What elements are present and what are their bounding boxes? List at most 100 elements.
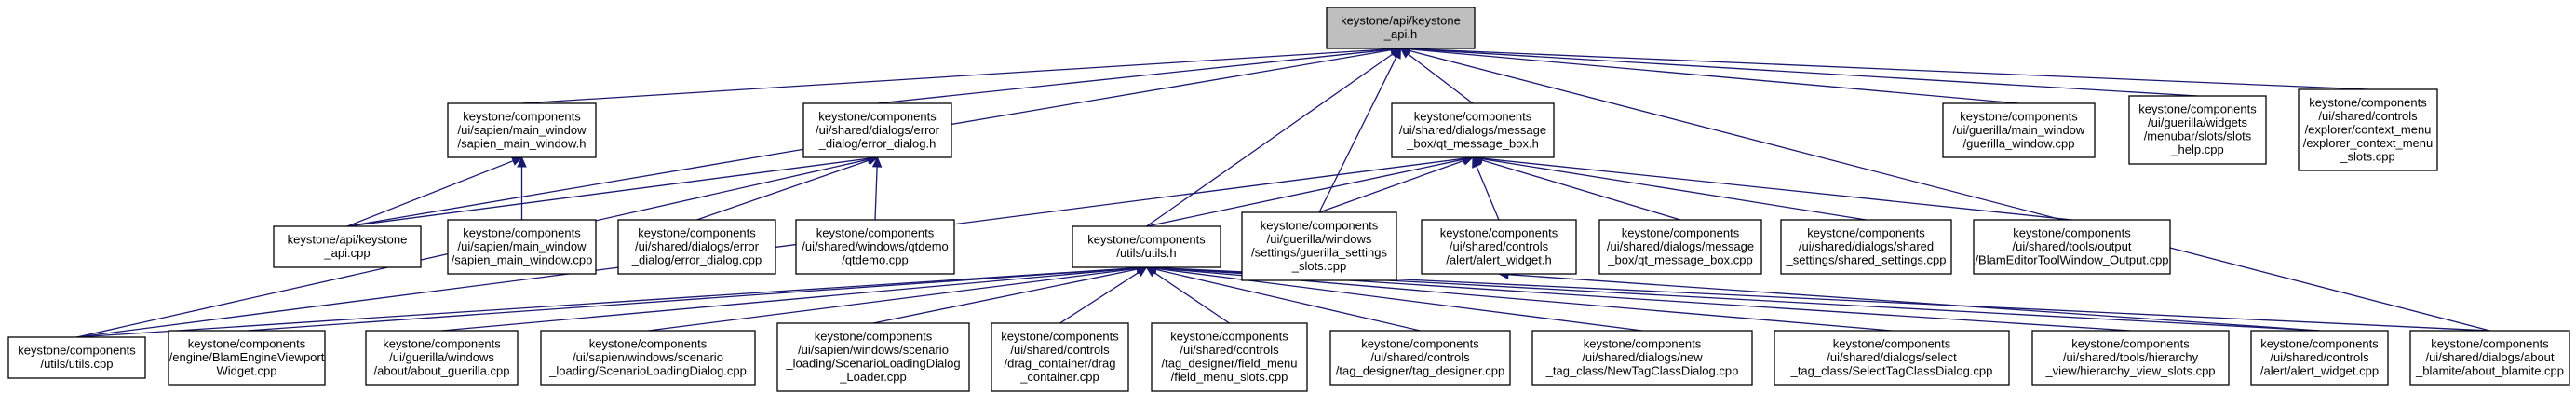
node-label-line: keystone/components bbox=[18, 344, 136, 358]
edge-line bbox=[1507, 274, 2320, 332]
node-box bbox=[2031, 330, 2230, 386]
node-label-line: /ui/guerilla/widgets bbox=[2148, 115, 2247, 129]
node-label-line: /explorer/context_menu bbox=[2305, 122, 2432, 136]
node-label-line: Widget.cpp bbox=[216, 363, 276, 377]
node-shared-settings-cpp[interactable]: keystone/components/ui/shared/dialogs/sh… bbox=[1780, 219, 1952, 275]
node-box bbox=[1421, 219, 1577, 275]
node-label-line: _api.cpp bbox=[323, 246, 370, 260]
node-label-line: /sapien_main_window.h bbox=[457, 136, 586, 150]
node-label-line: _box/qt_message_box.cpp bbox=[1607, 252, 1752, 266]
node-box bbox=[1774, 330, 2010, 386]
node-label-line: _Loader.cpp bbox=[839, 370, 907, 384]
node-label-line: /ui/guerilla/windows bbox=[389, 350, 494, 364]
edge-field_menu_cpp-to-utils_h bbox=[1145, 266, 1230, 324]
edge-sapien_cpp-to-sapien_h bbox=[517, 156, 527, 220]
edge-line bbox=[1409, 48, 2198, 97]
node-label-line: /ui/sapien/main_window bbox=[457, 123, 587, 137]
edge-arrowhead bbox=[871, 156, 883, 168]
node-label-line: /ui/shared/controls bbox=[1180, 343, 1279, 357]
node-utils-h[interactable]: keystone/components/utils/utils.h bbox=[1072, 225, 1221, 268]
node-label-line: /menubar/slots/slots bbox=[2144, 129, 2252, 143]
node-label-line: keystone/components bbox=[1170, 330, 1288, 344]
edge-alert_h-to-qtmsg_h bbox=[1472, 156, 1500, 221]
node-slots-help-cpp[interactable]: keystone/components/ui/guerilla/widgets/… bbox=[2128, 95, 2267, 165]
edge-line bbox=[1318, 56, 1397, 213]
node-label-line: /ui/guerilla/main_window bbox=[1953, 123, 2085, 137]
node-alert-h[interactable]: keystone/components/ui/shared/controls/a… bbox=[1421, 219, 1577, 275]
node-label-line: keystone/components bbox=[1001, 330, 1119, 344]
node-utils-cpp[interactable]: keystone/components/utils/utils.cpp bbox=[7, 336, 146, 379]
node-error-cpp[interactable]: keystone/components/ui/shared/dialogs/er… bbox=[617, 219, 776, 275]
node-label-line: keystone/components bbox=[2260, 336, 2379, 350]
edge-arrowhead bbox=[517, 156, 527, 168]
node-select-tag-class-cpp[interactable]: keystone/components/ui/shared/dialogs/se… bbox=[1774, 330, 2010, 386]
node-error-h[interactable]: keystone/components/ui/shared/dialogs/er… bbox=[802, 102, 952, 158]
edge-line bbox=[872, 268, 1138, 324]
edge-shared_settings_cpp-to-qtmsg_h bbox=[1471, 154, 1867, 221]
node-label-line: keystone/components bbox=[1440, 225, 1558, 239]
node-ctx-menu-cpp[interactable]: keystone/components/ui/shared/controls/e… bbox=[2298, 88, 2438, 171]
edge-qtmsg_cpp-to-qtmsg_h bbox=[1471, 155, 1681, 221]
node-guerilla-settings-cpp[interactable]: keystone/components/ui/guerilla/windows/… bbox=[1241, 211, 1397, 281]
node-qtmsg-h[interactable]: keystone/components/ui/shared/dialogs/me… bbox=[1391, 102, 1555, 158]
node-label-line: /ui/shared/tools/hierarchy bbox=[2063, 350, 2199, 364]
node-box bbox=[1942, 102, 2096, 158]
node-field-menu-cpp[interactable]: keystone/components/ui/shared/controls/t… bbox=[1151, 322, 1308, 392]
node-scenario-loader-cpp[interactable]: keystone/components/ui/sapien/windows/sc… bbox=[776, 322, 970, 392]
node-hierarchy-cpp[interactable]: keystone/components/ui/shared/tools/hier… bbox=[2031, 330, 2230, 386]
node-label-line: /ui/sapien/windows/scenario bbox=[798, 343, 949, 357]
node-sapien-h[interactable]: keystone/components/ui/sapien/main_windo… bbox=[447, 102, 597, 158]
node-api-cpp[interactable]: keystone/api/keystone_api.cpp bbox=[273, 225, 422, 268]
node-about-blamite-cpp[interactable]: keystone/components/ui/shared/dialogs/ab… bbox=[2409, 330, 2570, 386]
node-new-tag-class-cpp[interactable]: keystone/components/ui/shared/dialogs/ne… bbox=[1531, 330, 1753, 386]
node-drag-container-cpp[interactable]: keystone/components/ui/shared/controls/d… bbox=[991, 322, 1129, 392]
edge-ctx_menu_cpp-to-root bbox=[1399, 44, 2368, 90]
node-label-line: keystone/components bbox=[1584, 336, 1702, 350]
node-label-line: _slots.cpp bbox=[1291, 259, 1347, 273]
node-label-line: _loading/ScenarioLoadingDialog bbox=[785, 357, 960, 371]
edge-line bbox=[346, 160, 514, 227]
edge-line bbox=[441, 267, 1138, 332]
node-box bbox=[168, 330, 326, 386]
node-label-line: _dialog/error_dialog.h bbox=[818, 136, 937, 150]
node-box bbox=[991, 322, 1129, 392]
edge-arrowhead bbox=[1135, 266, 1148, 278]
node-label-line: _tag_class/NewTagClassDialog.cpp bbox=[1545, 363, 1739, 377]
node-qtdemo-cpp[interactable]: keystone/components/ui/shared/windows/qt… bbox=[795, 219, 955, 275]
edge-arrowhead bbox=[1392, 47, 1402, 60]
node-box bbox=[1391, 102, 1555, 158]
node-label-line: keystone/components bbox=[1087, 233, 1206, 247]
node-engine-viewport-cpp[interactable]: keystone/components/engine/BlamEngineVie… bbox=[168, 330, 326, 386]
node-guerilla-window-cpp[interactable]: keystone/components/ui/guerilla/main_win… bbox=[1942, 102, 2096, 158]
node-label-line: keystone/components bbox=[2138, 102, 2257, 116]
edge-line bbox=[1409, 48, 2019, 104]
edge-line bbox=[1481, 157, 1867, 221]
node-qtmsg-cpp[interactable]: keystone/components/ui/shared/dialogs/me… bbox=[1598, 219, 1762, 275]
node-tag-designer-cpp[interactable]: keystone/components/ui/shared/controls/t… bbox=[1329, 330, 1511, 386]
node-box bbox=[795, 219, 955, 275]
node-box bbox=[776, 322, 970, 392]
edge-line bbox=[1153, 272, 1230, 324]
node-scenario-loading-cpp[interactable]: keystone/components/ui/sapien/windows/sc… bbox=[540, 330, 756, 386]
node-label-line: /ui/shared/dialogs/about bbox=[2425, 350, 2554, 364]
node-alert-cpp[interactable]: keystone/components/ui/shared/controls/a… bbox=[2250, 330, 2389, 386]
edge-qtmsg_h-to-root bbox=[1399, 48, 1474, 104]
node-box bbox=[447, 102, 597, 158]
node-box bbox=[2298, 88, 2438, 171]
node-label-line: _slots.cpp bbox=[2340, 149, 2395, 163]
node-box bbox=[617, 219, 776, 275]
edge-api_cpp-to-sapien_h bbox=[346, 156, 523, 227]
node-label-line: /drag_container/drag bbox=[1005, 357, 1116, 371]
node-about-guerilla-cpp[interactable]: keystone/components/ui/guerilla/windows/… bbox=[365, 330, 519, 386]
edge-qtdemo_cpp-to-error_h bbox=[871, 156, 883, 221]
node-label-line: keystone/components bbox=[1361, 336, 1479, 350]
node-label-line: keystone/components bbox=[1414, 109, 1532, 123]
node-label-line: /tag_designer/field_menu bbox=[1162, 357, 1298, 371]
node-root[interactable]: keystone/api/keystone_api.h bbox=[1326, 7, 1476, 49]
edge-line bbox=[877, 48, 1392, 104]
node-label-line: keystone/components bbox=[2013, 225, 2131, 239]
node-sapien-cpp[interactable]: keystone/components/ui/sapien/main_windo… bbox=[447, 219, 597, 275]
node-box bbox=[802, 102, 952, 158]
edges-layer bbox=[76, 44, 2490, 338]
node-blam-output-cpp[interactable]: keystone/components/ui/shared/tools/outp… bbox=[1973, 219, 2171, 275]
